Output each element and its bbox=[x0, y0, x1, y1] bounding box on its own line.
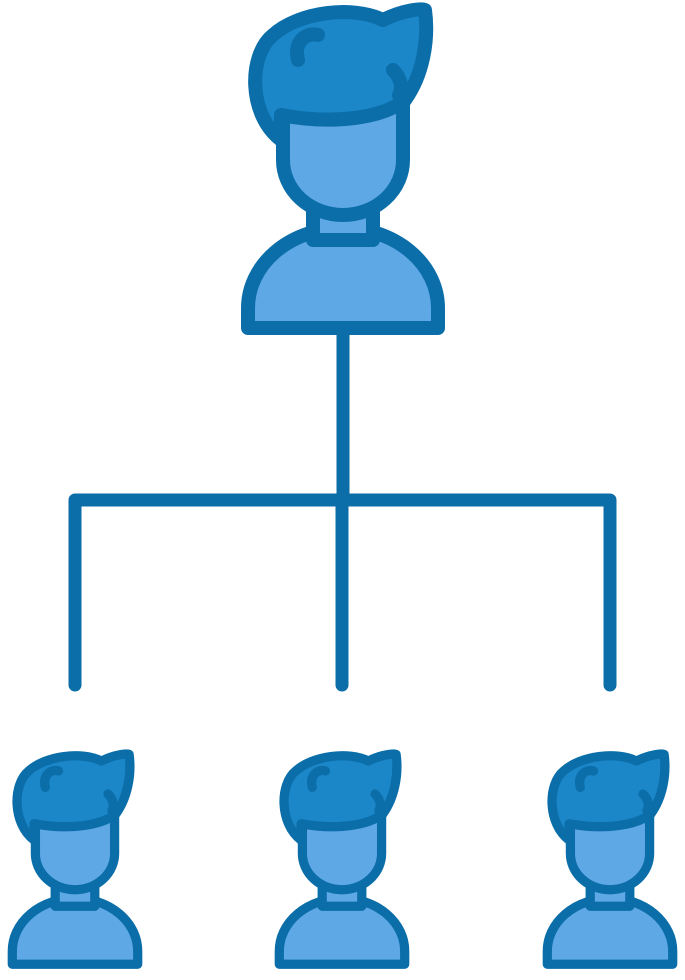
person-hair-strand bbox=[307, 765, 331, 793]
top-person bbox=[241, 2, 445, 335]
person-hair-strand bbox=[40, 765, 64, 793]
person-hair-strand bbox=[103, 789, 118, 816]
connector-lines bbox=[68, 328, 617, 692]
person-icon bbox=[542, 749, 678, 969]
child-person-left bbox=[7, 749, 143, 969]
person-hair-strand bbox=[370, 789, 385, 816]
person-hair-strand bbox=[290, 27, 325, 67]
person-icon bbox=[274, 749, 410, 969]
person-icon bbox=[241, 2, 445, 335]
child-person-middle bbox=[274, 749, 410, 969]
person-hair-strand bbox=[638, 789, 653, 816]
person-hair-strand bbox=[386, 63, 408, 102]
child-person-right bbox=[542, 749, 678, 969]
person-icon bbox=[7, 749, 143, 969]
person-hair-strand bbox=[575, 765, 599, 793]
